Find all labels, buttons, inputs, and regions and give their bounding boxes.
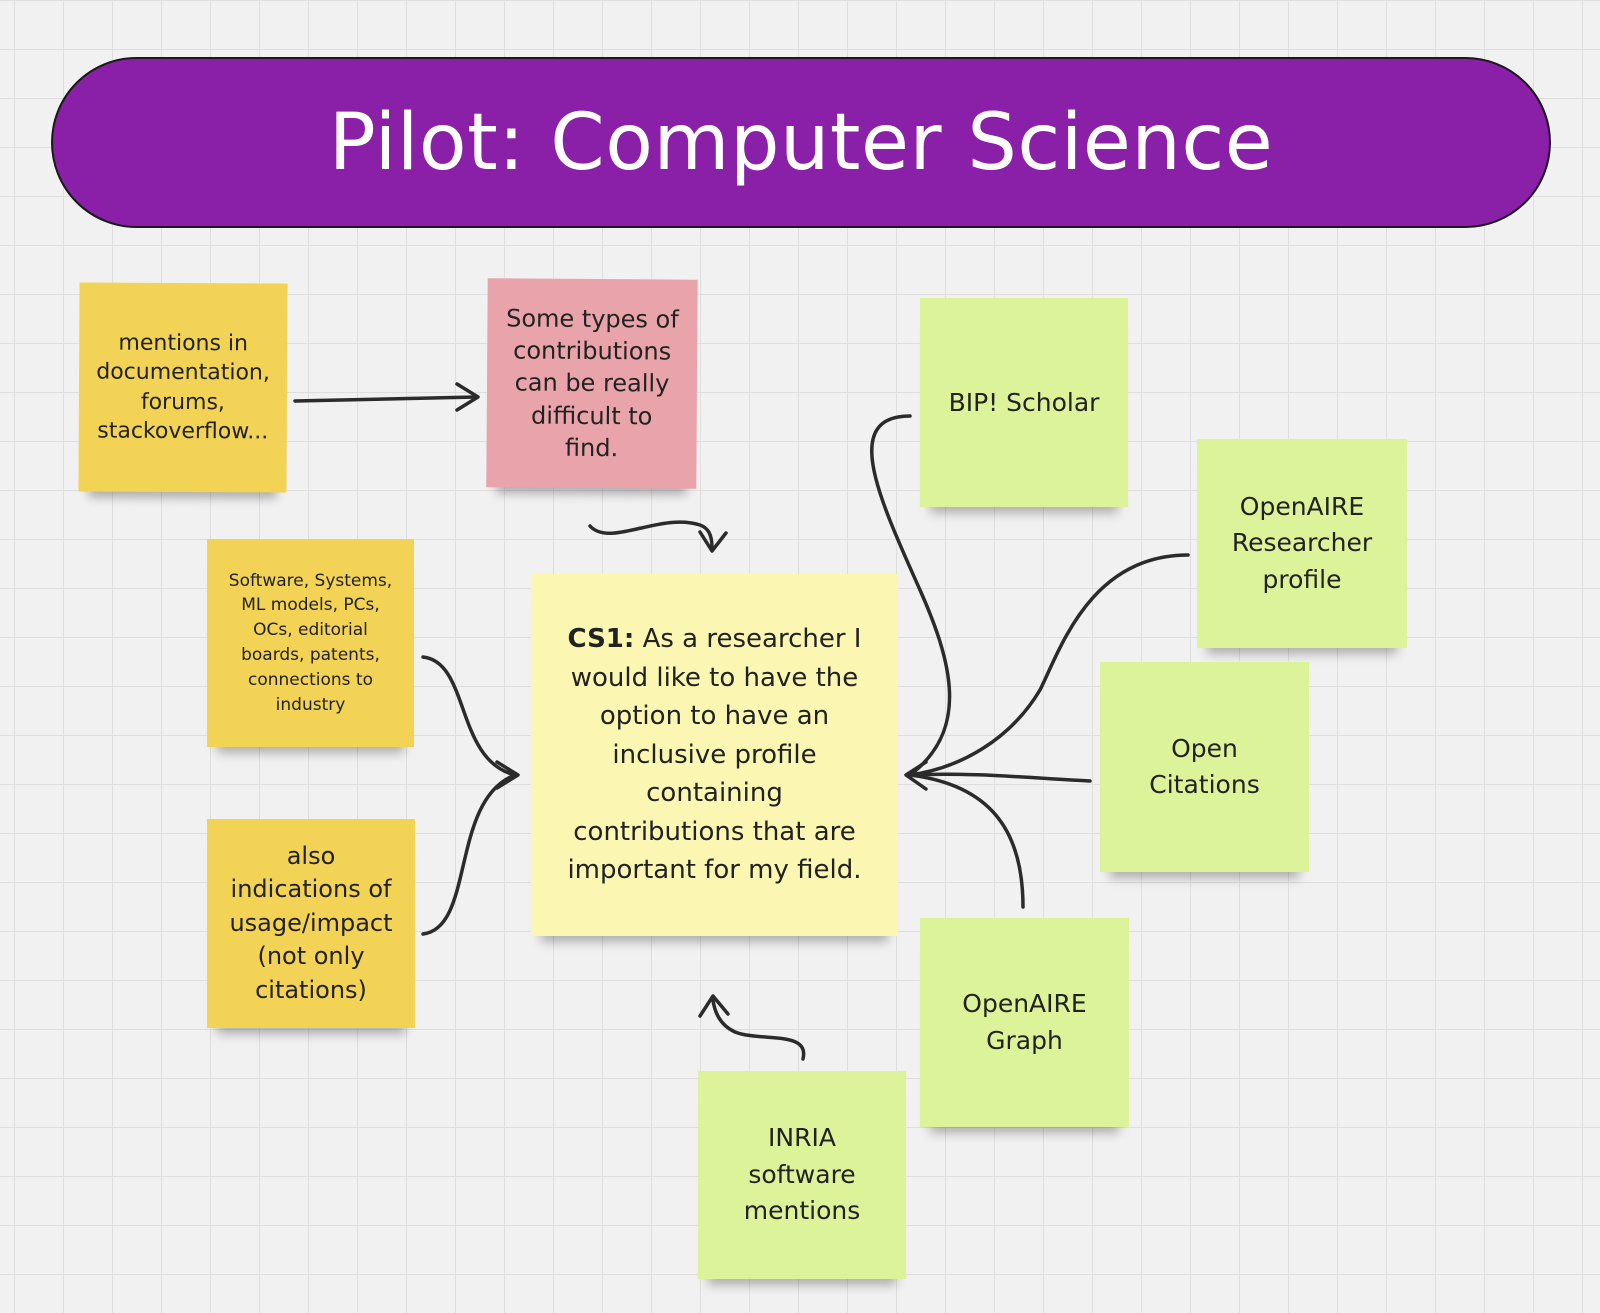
note-line: BIP! Scholar — [948, 387, 1100, 417]
connector-openaire-researcher-to-cs1[interactable] — [908, 553, 1190, 777]
connector-inria-to-cs1[interactable] — [711, 998, 806, 1061]
sticky-note-usage-impact[interactable]: also indications of usage/impact (not on… — [207, 819, 415, 1028]
sticky-note-openaire-researcher-profile[interactable]: OpenAIRE Researcher profile — [1197, 439, 1407, 648]
connector-open-citations-to-cs1[interactable] — [908, 772, 1092, 783]
connector-openaire-graph-to-cs1[interactable] — [908, 773, 1025, 909]
connector-bip-to-cs1[interactable] — [870, 414, 952, 777]
note-line: Researcher — [1231, 528, 1373, 558]
note-line: (not only — [257, 942, 365, 971]
note-line: OpenAIRE — [1239, 491, 1365, 521]
sticky-note-bip-scholar[interactable]: BIP! Scholar — [920, 298, 1128, 507]
arrowhead — [904, 760, 928, 791]
page-title: Pilot: Computer Science — [328, 97, 1274, 188]
story-text: As a researcher I would like to have the… — [567, 624, 862, 886]
story-label: CS1: — [567, 624, 635, 655]
title-banner: Pilot: Computer Science — [51, 57, 1551, 228]
note-line: usage/impact — [229, 908, 393, 937]
note-line: OCs, editorial — [253, 620, 368, 641]
note-line: Open — [1171, 733, 1238, 763]
sticky-note-inria-software-mentions[interactable]: INRIA software mentions — [698, 1071, 906, 1279]
sticky-note-openaire-graph[interactable]: OpenAIRE Graph — [920, 918, 1129, 1127]
connector-mentions-to-difficult[interactable] — [293, 395, 478, 403]
arrowhead — [455, 382, 480, 412]
note-line: indications of — [230, 875, 392, 904]
arrowhead — [698, 994, 730, 1018]
connector-usage-to-cs1[interactable] — [421, 773, 517, 936]
note-line: citations) — [255, 975, 367, 1004]
note-line: Citations — [1149, 770, 1260, 799]
note-line: profile — [1262, 564, 1342, 594]
note-line: OpenAIRE — [962, 989, 1087, 1018]
note-line: mentions — [743, 1196, 861, 1226]
arrowhead — [698, 530, 728, 553]
arrowhead — [495, 760, 520, 790]
note-line: industry — [275, 694, 346, 715]
note-line: Software, Systems, — [228, 570, 393, 591]
note-line: connections to — [248, 669, 373, 690]
connector-software-to-cs1[interactable] — [421, 655, 517, 777]
note-line: software — [748, 1159, 856, 1189]
sticky-note-cs1-user-story[interactable]: CS1: As a researcher I would like to hav… — [531, 574, 898, 936]
sticky-note-software-systems[interactable]: Software, Systems, ML models, PCs, OCs, … — [207, 539, 414, 747]
sticky-note-open-citations[interactable]: Open Citations — [1100, 662, 1309, 872]
note-line: Graph — [986, 1025, 1063, 1055]
note-line: INRIA — [768, 1123, 836, 1153]
note-line: also — [286, 841, 336, 870]
note-line: ML models, PCs, — [241, 595, 380, 616]
connector-difficult-to-cs1[interactable] — [588, 520, 714, 550]
note-line: boards, patents, — [241, 645, 380, 665]
